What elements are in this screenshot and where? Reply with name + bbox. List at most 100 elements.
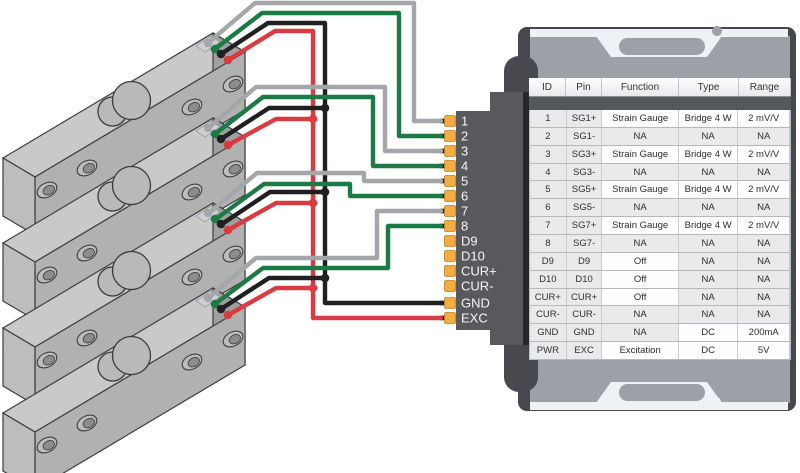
cell3-exc-red-wire [225,200,316,233]
table-cell: NA [738,288,791,306]
table-cell: 2 [530,127,567,145]
table-cell: Bridge 4 W [678,110,739,127]
table-cell: 4 [530,163,567,181]
cell2-signal-green-wire [212,94,444,169]
terminal-block-body [456,92,523,345]
table-cell: PWR [530,342,567,360]
exc-junction [308,198,318,208]
pin-label: 6 [461,189,468,204]
daq-bottom-edge [530,402,788,410]
top-notch-hole [712,26,722,36]
terminal-pin-D10 [444,250,456,262]
table-cell: CUR+ [530,288,567,306]
table-cell: SG7+ [567,217,603,235]
cell3-signal-green-wire [213,181,444,222]
table-cell: NA [679,288,739,306]
column-header-range: Range [739,78,791,96]
table-cell: NA [679,270,739,288]
cell4-signal-gray-wire [205,208,444,301]
table-cell: Excitation [602,342,679,360]
cell1-signal-green-wire [212,10,444,139]
table-cell: NA [602,324,679,342]
table-cell: 6 [530,199,567,217]
exc-junction [308,114,318,124]
table-cell: NA [738,199,791,217]
cell1-gray-wire-terminal [203,38,213,48]
cell1-gnd-black-wire [218,20,444,306]
table-cell: 7 [530,217,567,235]
terminal-pin-D9 [444,235,456,247]
bottom-mount-slot [619,384,705,401]
table-cell: CUR+ [567,288,603,306]
terminal-pin-4 [444,160,456,172]
cell1-signal-gray-wire [205,0,444,124]
terminal-pin-6 [444,190,456,202]
pin-label: 3 [461,144,468,159]
pin-label: 8 [461,219,468,234]
terminal-block-edge [523,92,530,345]
table-cell: Strain Gauge [602,217,679,235]
table-cell: Strain Gauge [602,181,679,199]
pin-label: 5 [461,174,468,189]
table-cell: NA [738,306,791,324]
exc-junction [308,283,318,293]
pin-label: D10 [461,249,485,264]
pin-label: EXC [461,311,488,326]
cell1-exc-red-wire [225,28,444,321]
terminal-pin-3 [444,145,456,157]
load-cells [2,32,247,473]
table-cell: Off [602,270,679,288]
cell4-gnd-black-wire [218,275,328,312]
gnd-junction [320,273,330,283]
table-cell: Strain Gauge [602,110,679,127]
table-cell: GND [530,324,567,342]
table-cell: NA [602,235,679,252]
table-cell: 1 [530,110,567,127]
table-cell: DC [678,342,739,360]
table-cell: DC [678,324,739,342]
table-cell: NA [679,306,739,324]
cell4-red-wire-terminal [223,310,233,320]
table-cell: 2 mV/V [738,110,791,127]
table-cell: NA [602,163,679,181]
table-cell: NA [679,252,739,270]
cell2-red-wire-terminal [223,140,233,150]
table-cell: NA [679,127,739,145]
cell1-green-wire-terminal [210,44,220,54]
table-cell: SG1+ [567,110,603,127]
pin-label: 2 [461,129,468,144]
wires [203,0,444,321]
cell1-black-wire-terminal [216,49,226,59]
bottom-notch-hole [711,397,721,407]
table-cell: Bridge 4 W [678,145,739,163]
table-cell: D9 [530,252,567,270]
cell2-green-wire-terminal [210,129,220,139]
table-cell: NA [602,199,679,217]
table-cell: Off [602,288,679,306]
table-cell: NA [738,235,791,252]
table-cell: 2 mV/V [738,145,791,163]
table-cell: D10 [567,270,603,288]
gnd-junction [320,103,330,113]
table-cell: GND [567,324,603,342]
table-cell: SG7- [567,235,603,252]
table-cell: NA [738,127,791,145]
terminal-pin-GND [444,297,456,309]
cell2-gnd-black-wire [218,105,328,142]
top-mount-slot [619,38,705,55]
table-cell: 200mA [738,324,791,342]
cell2-signal-gray-wire [205,84,444,154]
cell4-exc-red-wire [225,285,316,318]
cell4-gray-wire-terminal [203,293,213,303]
table-cell: CUR- [530,306,567,324]
table-cell: D10 [530,270,567,288]
